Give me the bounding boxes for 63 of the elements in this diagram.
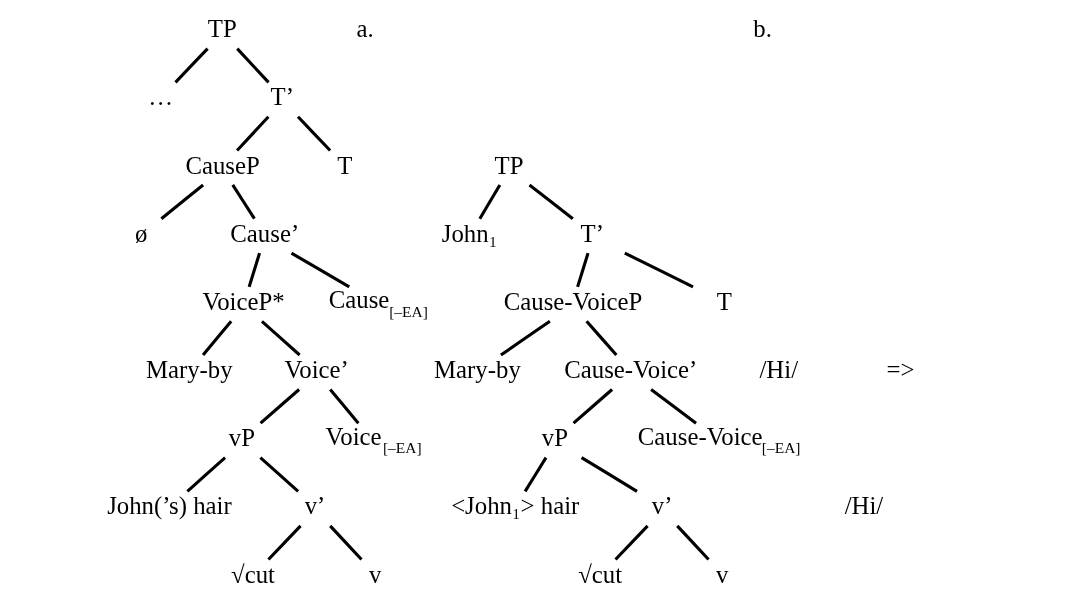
node-text: TP bbox=[494, 151, 523, 179]
connector bbox=[296, 115, 331, 152]
connector bbox=[499, 320, 551, 357]
node-text: √cut bbox=[230, 560, 275, 588]
connector bbox=[575, 252, 589, 288]
label: /Hi/ bbox=[758, 356, 798, 384]
connector bbox=[523, 456, 547, 493]
connector bbox=[230, 184, 256, 220]
node-text: vP bbox=[228, 424, 255, 452]
connector bbox=[159, 183, 204, 220]
connector bbox=[290, 251, 350, 289]
node-text: Mary-by bbox=[145, 356, 233, 384]
node-text: VoiceP* bbox=[201, 287, 285, 315]
node-text: Cause-Voice’ bbox=[563, 356, 697, 384]
node-text: Voice$_{[–EA]}$ bbox=[325, 422, 422, 457]
label: b. bbox=[752, 15, 772, 43]
connector bbox=[528, 183, 574, 220]
node-text: John(’s) hair bbox=[106, 492, 232, 520]
node-text: vP bbox=[541, 424, 568, 452]
node-text: John₁ bbox=[441, 219, 497, 247]
connector bbox=[649, 388, 697, 425]
connector bbox=[328, 388, 360, 425]
node-text: ø bbox=[134, 219, 147, 247]
node-text: Mary-by bbox=[433, 356, 521, 384]
node-text: T’ bbox=[270, 83, 294, 111]
connector bbox=[613, 524, 649, 561]
connector bbox=[675, 524, 710, 561]
node-text: … bbox=[147, 83, 173, 111]
connector bbox=[173, 47, 209, 84]
node-text: v’ bbox=[304, 492, 325, 520]
connector bbox=[623, 251, 694, 289]
connector bbox=[585, 320, 617, 357]
connector bbox=[266, 524, 302, 561]
node-text: Voice’ bbox=[284, 356, 349, 384]
connector bbox=[580, 456, 638, 493]
connector bbox=[477, 184, 501, 220]
label: => bbox=[886, 356, 914, 384]
node-text: v bbox=[715, 560, 728, 588]
node-text: Cause-VoiceP bbox=[503, 287, 642, 315]
node-text: v bbox=[368, 560, 381, 588]
label: /Hi/ bbox=[844, 492, 883, 520]
connector bbox=[247, 252, 261, 288]
connector bbox=[235, 115, 270, 152]
connector bbox=[260, 320, 301, 357]
connector bbox=[201, 320, 232, 356]
connector bbox=[259, 388, 300, 425]
node-text: T’ bbox=[580, 219, 604, 247]
connector bbox=[185, 456, 226, 493]
connector bbox=[235, 47, 270, 84]
connector bbox=[572, 388, 613, 425]
node-text: Cause$_{[–EA]}$ bbox=[328, 286, 428, 320]
node-text: <John₁> hair bbox=[450, 492, 579, 520]
node-text: v’ bbox=[651, 492, 672, 520]
node-text: √cut bbox=[577, 560, 622, 588]
node-text: CauseP bbox=[184, 151, 260, 179]
node-text: T bbox=[336, 151, 352, 179]
connector bbox=[258, 456, 299, 493]
connector bbox=[328, 524, 363, 561]
node-text: Cause’ bbox=[229, 219, 299, 247]
node-text: Cause-Voice$_{[–EA]}$ bbox=[637, 422, 800, 457]
label: a. bbox=[356, 15, 374, 43]
node-text: TP bbox=[207, 15, 237, 43]
node-text: T bbox=[716, 287, 732, 315]
